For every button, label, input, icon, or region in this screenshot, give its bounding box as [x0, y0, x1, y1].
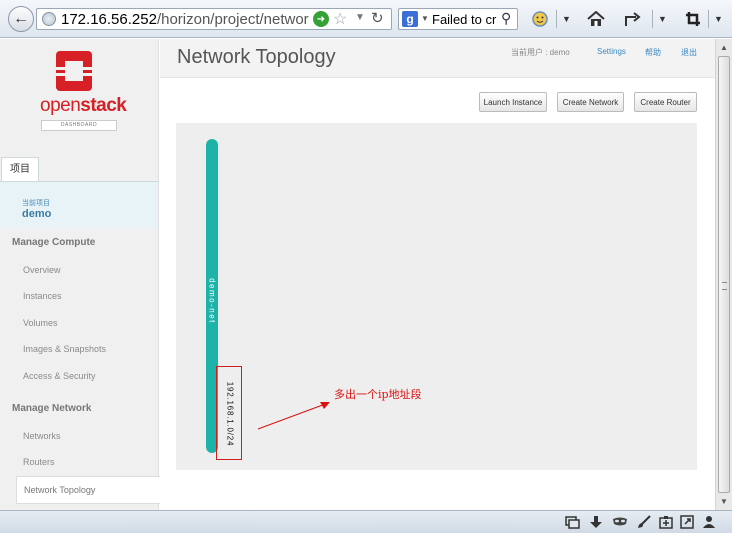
- main-content: Network Topology 当前用户 : demo Settings 帮助…: [160, 39, 715, 510]
- tab-project[interactable]: 项目: [1, 157, 39, 182]
- address-bar[interactable]: 172.16.56.252/horizon/project/network_to…: [36, 8, 392, 30]
- crop-dropdown-icon[interactable]: ▼: [714, 14, 723, 24]
- network-name-label: demo-net: [207, 278, 217, 324]
- google-icon[interactable]: g: [402, 11, 418, 27]
- settings-link[interactable]: Settings: [597, 47, 626, 56]
- addon-box-icon[interactable]: [658, 514, 674, 530]
- sidebar-item-volumes[interactable]: Volumes: [23, 318, 58, 328]
- addon-dropdown-icon[interactable]: ▼: [562, 14, 571, 24]
- current-project-label: 当前项目: [22, 200, 50, 207]
- page-header: Network Topology 当前用户 : demo Settings 帮助…: [160, 39, 715, 77]
- annotation-text: 多出一个ip地址段: [334, 388, 422, 401]
- header-divider: [160, 77, 715, 78]
- subnet-cidr-label[interactable]: 192.168.1.0/24: [225, 381, 235, 447]
- logo-subtitle: DASHBOARD: [41, 120, 117, 131]
- brush-icon[interactable]: [636, 514, 652, 530]
- mask-icon[interactable]: [612, 514, 628, 530]
- logout-link[interactable]: 退出: [681, 48, 697, 57]
- logo-wordmark: openstack: [40, 95, 127, 116]
- subnet-highlight-box: 192.168.1.0/24: [216, 366, 242, 460]
- browser-toolbar: ← 172.16.56.252/horizon/project/network_…: [0, 0, 732, 38]
- current-project-name[interactable]: demo: [22, 208, 52, 220]
- sidebar-item-networks[interactable]: Networks: [23, 431, 61, 441]
- toolbar-separator: [652, 10, 653, 28]
- share-arrow-icon[interactable]: [622, 8, 646, 30]
- launch-instance-button[interactable]: Launch Instance: [479, 92, 547, 112]
- search-icon[interactable]: ⚲: [501, 10, 512, 26]
- addon-face-icon[interactable]: [530, 8, 550, 30]
- sidebar-item-access-security[interactable]: Access & Security: [23, 371, 96, 381]
- go-arrow-icon[interactable]: ➜: [313, 11, 329, 27]
- sidebar-item-network-topology[interactable]: Network Topology: [16, 476, 160, 504]
- share-dropdown-icon[interactable]: ▼: [658, 14, 667, 24]
- status-bar: [0, 510, 732, 533]
- help-link[interactable]: 帮助: [645, 48, 661, 57]
- windows-icon[interactable]: [564, 514, 580, 530]
- globe-icon: [42, 12, 56, 26]
- toolbar-separator: [556, 10, 557, 28]
- sidebar-item-images-snapshots[interactable]: Images & Snapshots: [23, 344, 107, 354]
- sidebar-item-overview[interactable]: Overview: [23, 265, 61, 275]
- scroll-up-icon[interactable]: ▲: [720, 43, 728, 52]
- sidebar-item-instances[interactable]: Instances: [23, 291, 62, 301]
- toolbar-separator: [708, 10, 709, 28]
- sidebar-item-routers[interactable]: Routers: [23, 457, 55, 467]
- scroll-grip-icon: [722, 282, 727, 290]
- back-button[interactable]: ←: [8, 6, 34, 32]
- crop-icon[interactable]: [682, 8, 704, 30]
- url-text[interactable]: 172.16.56.252/horizon/project/network_to…: [61, 11, 309, 28]
- search-engine-dropdown-icon[interactable]: ▼: [421, 14, 429, 23]
- scroll-down-icon[interactable]: ▼: [720, 497, 728, 506]
- home-icon[interactable]: [584, 8, 608, 30]
- search-text[interactable]: Failed to cr: [432, 12, 497, 27]
- create-network-button[interactable]: Create Network: [557, 92, 624, 112]
- history-dropdown-icon[interactable]: ▼: [355, 12, 365, 23]
- network-bar-demo-net[interactable]: [206, 139, 218, 453]
- current-project-box[interactable]: 当前项目 demo: [0, 182, 158, 228]
- user-icon[interactable]: [701, 514, 717, 530]
- create-router-button[interactable]: Create Router: [634, 92, 697, 112]
- nav-heading-manage-network: Manage Network: [12, 403, 92, 414]
- openstack-logo[interactable]: openstack DASHBOARD: [40, 49, 127, 134]
- annotation-arrow-icon: [257, 402, 330, 430]
- sidebar-item-label: Network Topology: [24, 485, 96, 495]
- vertical-scrollbar[interactable]: ▲ ▼: [715, 39, 732, 510]
- bookmark-star-icon[interactable]: ☆: [333, 11, 348, 28]
- nav-heading-manage-compute: Manage Compute: [12, 237, 96, 248]
- current-user-label: 当前用户 : demo: [511, 48, 570, 57]
- topology-canvas[interactable]: demo-net 192.168.1.0/24 多出一个ip地址段: [176, 123, 697, 470]
- sidebar: openstack DASHBOARD 项目 当前项目 demo Manage …: [0, 39, 160, 510]
- page-title: Network Topology: [177, 46, 336, 68]
- search-bar[interactable]: g ▼ Failed to cr ⚲: [398, 8, 518, 30]
- download-icon[interactable]: [588, 514, 604, 530]
- openstack-logo-icon: [56, 51, 92, 91]
- external-window-icon[interactable]: [679, 514, 695, 530]
- scroll-thumb[interactable]: [718, 56, 730, 493]
- tab-divider: [0, 181, 159, 182]
- back-arrow-icon: ←: [13, 10, 29, 27]
- reload-icon[interactable]: ↻: [371, 10, 384, 27]
